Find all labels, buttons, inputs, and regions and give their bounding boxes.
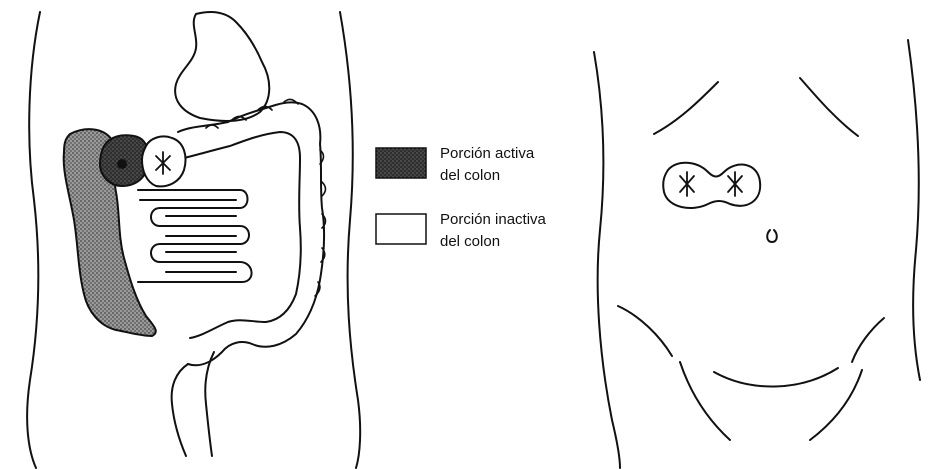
- stomach: [175, 12, 269, 121]
- legend-inactive-line1: Porción inactiva: [440, 211, 547, 228]
- navel: [767, 230, 777, 242]
- external-torso-panel: [594, 40, 920, 468]
- legend-inactive-line2: del colon: [440, 233, 500, 250]
- rectum: [172, 352, 214, 456]
- lower-abdomen-line: [714, 368, 838, 387]
- ext-torso-right-outline: [908, 40, 920, 380]
- right-groin-line: [810, 370, 862, 440]
- active-stoma-opening: [117, 159, 127, 169]
- right-hip-line: [852, 318, 884, 362]
- anatomy-panel: [27, 12, 360, 468]
- stoma-right-mark: [728, 172, 742, 196]
- left-rib-line: [654, 82, 718, 134]
- left-groin-line: [680, 362, 730, 440]
- torso-right-outline: [340, 12, 360, 468]
- inactive-colon-outer: [178, 102, 324, 365]
- left-hip-line: [618, 306, 672, 356]
- right-rib-line: [800, 78, 858, 136]
- stoma-left-mark: [680, 172, 694, 196]
- legend: Porción activa del colon Porción inactiv…: [376, 145, 547, 250]
- torso-left-outline: [27, 12, 40, 468]
- legend-active-swatch: [376, 148, 426, 178]
- double-stoma-outline: [663, 163, 760, 208]
- legend-inactive-swatch: [376, 214, 426, 244]
- ext-torso-left-outline: [594, 52, 620, 468]
- legend-active-line1: Porción activa: [440, 145, 535, 162]
- legend-active-line2: del colon: [440, 167, 500, 184]
